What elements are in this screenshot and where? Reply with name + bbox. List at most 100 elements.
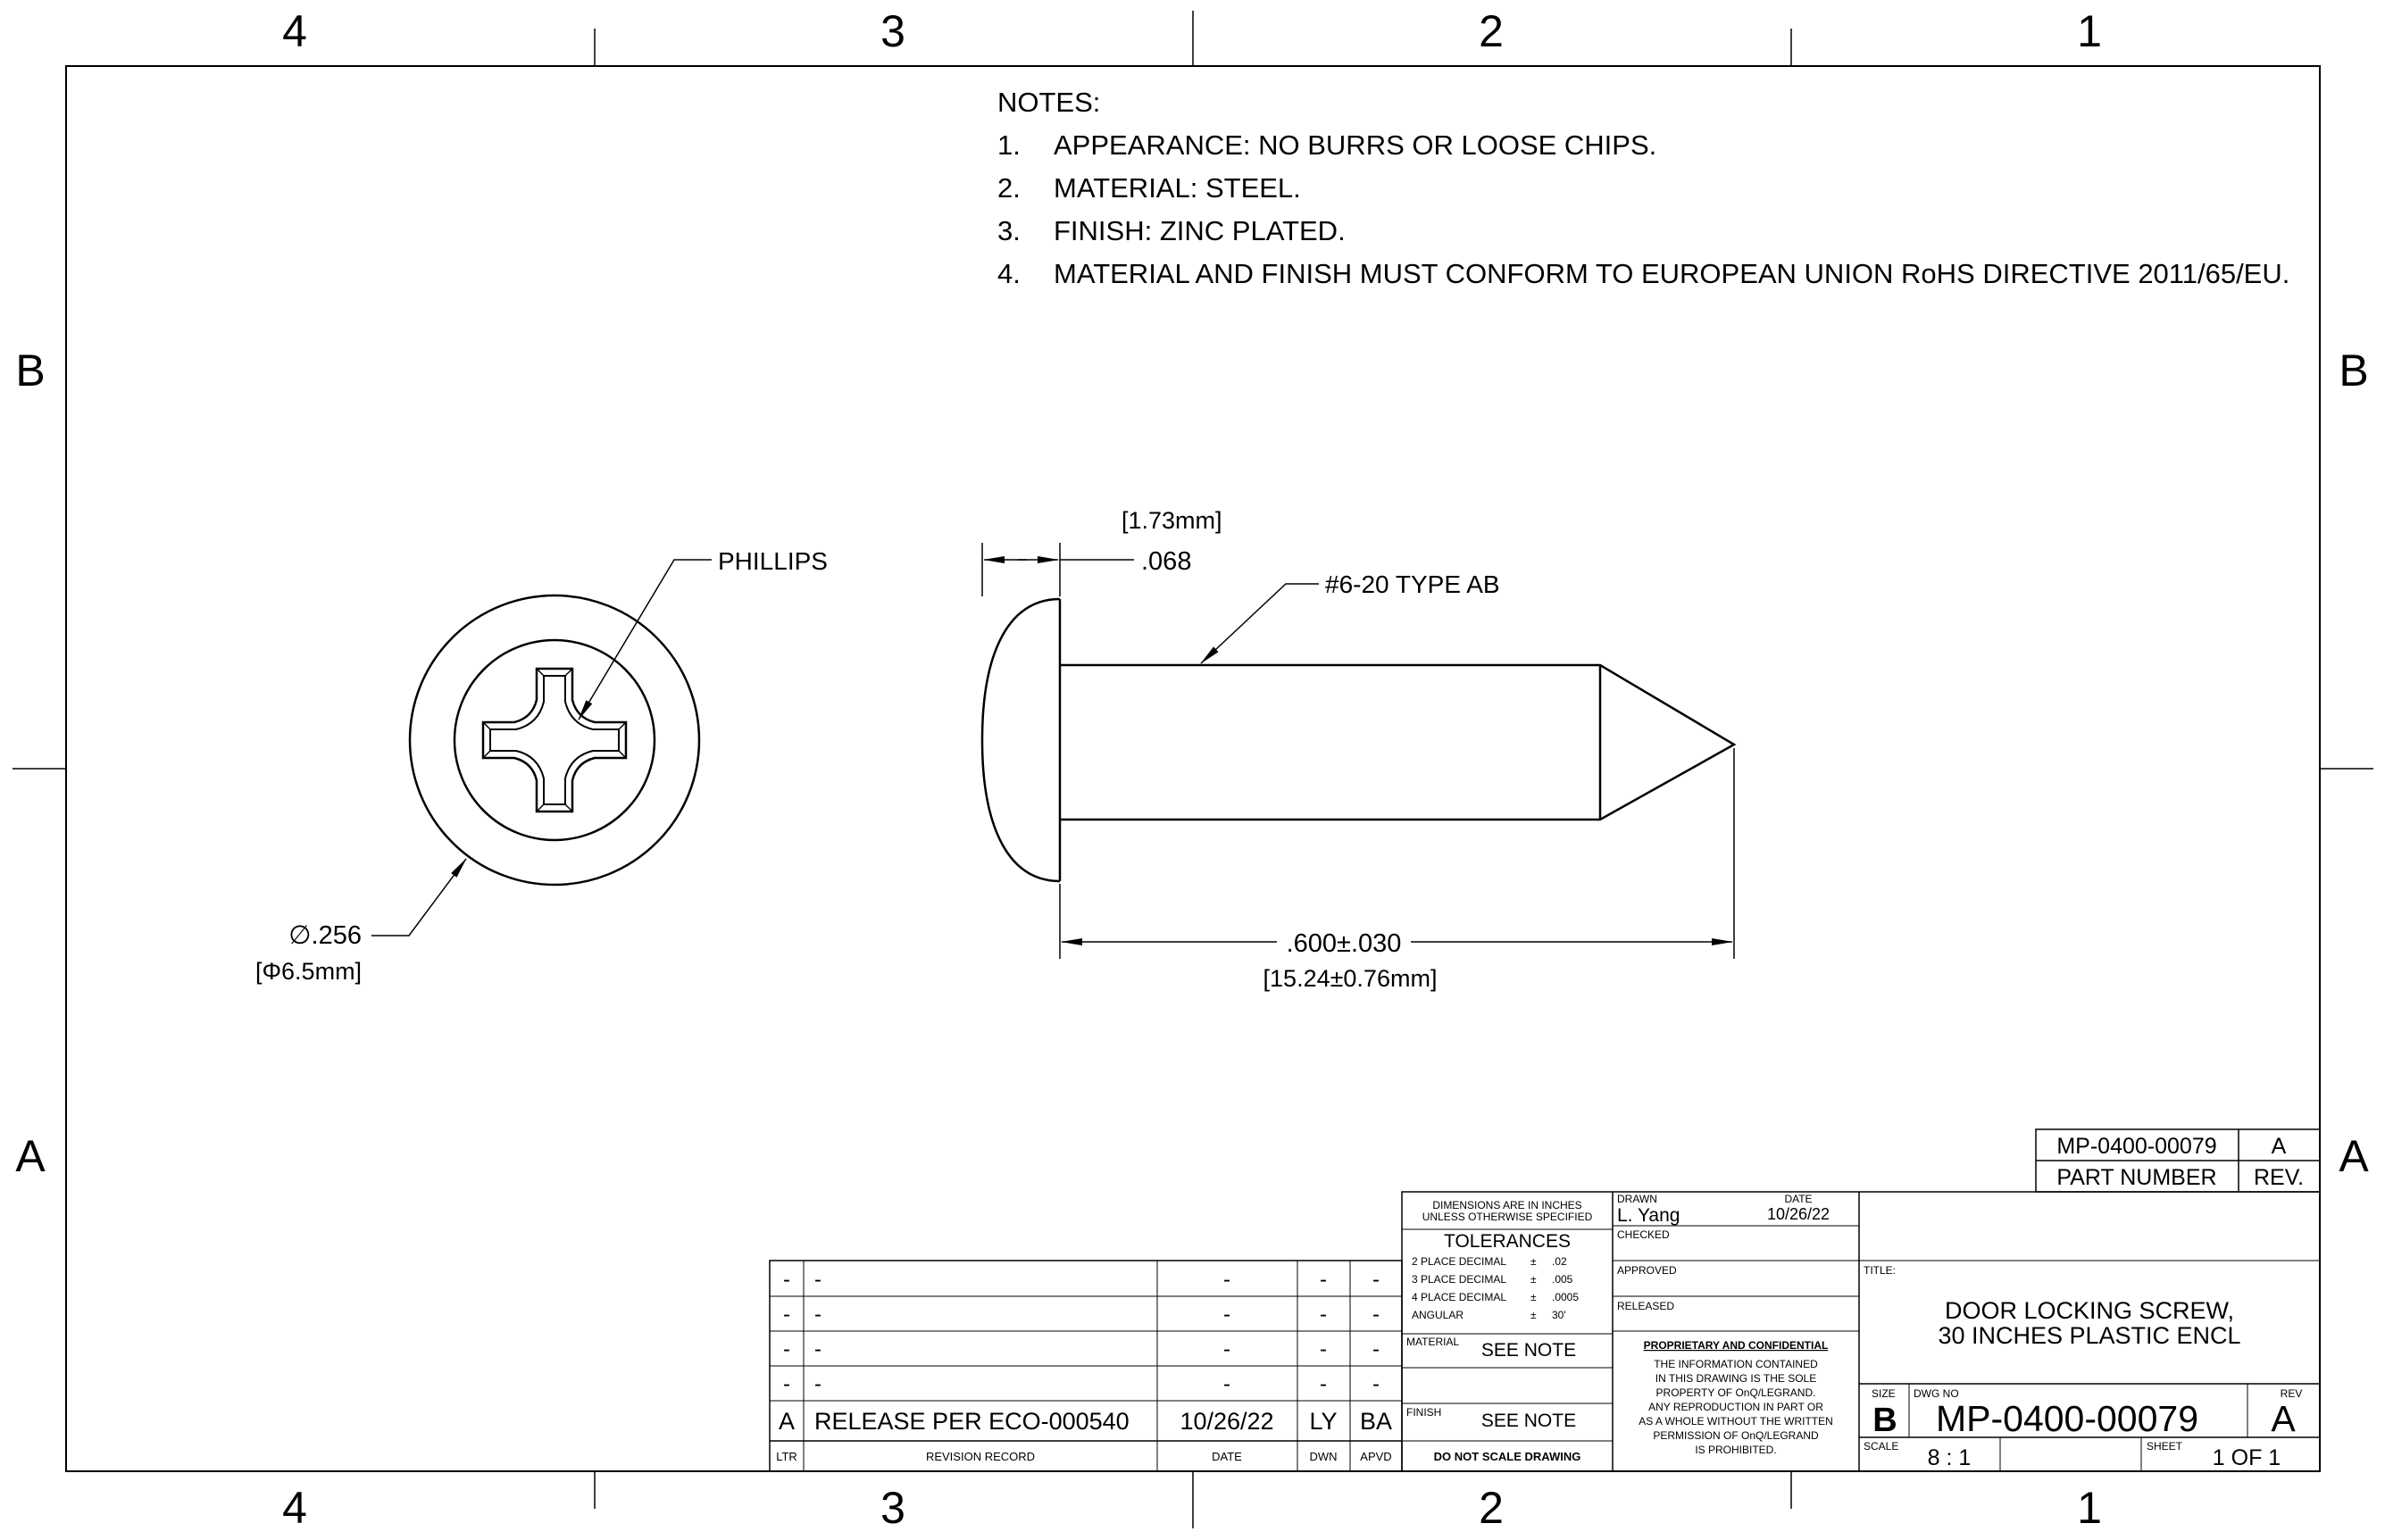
revision-row: - - - - - [783, 1303, 1380, 1327]
tolerance-label: ANGULAR [1412, 1309, 1464, 1321]
zone-col-bottom-4: 4 [282, 1483, 307, 1533]
revision-record: - [814, 1372, 821, 1396]
revision-ltr: - [783, 1268, 790, 1292]
size-label: SIZE [1872, 1387, 1896, 1400]
proprietary-line: PERMISSION OF OnQ/LEGRAND [1653, 1429, 1819, 1442]
revision-apvd: - [1372, 1303, 1380, 1327]
proprietary-line: IN THIS DRAWING IS THE SOLE [1655, 1372, 1816, 1385]
revision-row: - - - - - [783, 1337, 1380, 1361]
screw-head-profile [980, 597, 1061, 883]
revision-dwn: LY [1309, 1408, 1337, 1435]
approved-label: APPROVED [1617, 1264, 1677, 1277]
notes-block: NOTES: 1. APPEARANCE: NO BURRS OR LOOSE … [997, 87, 2289, 289]
revision-header-apvd: APVD [1360, 1450, 1391, 1463]
revision-record: - [814, 1337, 821, 1361]
drawn-date: 10/26/22 [1767, 1205, 1830, 1223]
rev-value: A [2271, 1398, 2296, 1439]
dwg-no-value: MP-0400-00079 [1936, 1398, 2198, 1439]
side-view: [1.73mm] .068 #6-20 TYPE AB .600±.030 [1… [980, 507, 1737, 992]
do-not-scale-note: DO NOT SCALE DRAWING [1434, 1450, 1581, 1463]
drawing-title-line: DOOR LOCKING SCREW, [1945, 1297, 2234, 1324]
head-height-dimension: .068 [1141, 547, 1191, 576]
date-label: DATE [1784, 1193, 1812, 1205]
diameter-dimension: ∅.256 [288, 921, 362, 950]
zone-col-top-1: 1 [2077, 6, 2102, 56]
revision-dwn: - [1320, 1337, 1327, 1361]
revision-row: - - - - - [783, 1268, 1380, 1292]
revision-date: 10/26/22 [1180, 1408, 1273, 1435]
revision-ltr: - [783, 1303, 790, 1327]
revision-ltr: - [783, 1337, 790, 1361]
revision-headers: LTR REVISION RECORD DATE DWN APVD [776, 1450, 1392, 1463]
note-text: APPEARANCE: NO BURRS OR LOOSE CHIPS. [1054, 129, 1656, 161]
revision-dwn: - [1320, 1268, 1327, 1292]
sheet-label: SHEET [2147, 1440, 2183, 1453]
revision-row: A RELEASE PER ECO-000540 10/26/22 LY BA [779, 1408, 1392, 1435]
note-number: 4. [997, 258, 1021, 289]
title-label: TITLE: [1864, 1264, 1896, 1277]
zone-col-bottom-1: 1 [2077, 1483, 2102, 1533]
note-number: 2. [997, 172, 1021, 204]
revision-apvd: - [1372, 1372, 1380, 1396]
dwg-no-label: DWG NO [1914, 1387, 1959, 1400]
revision-block: - - - - - - - - - - - - - - - - - - - - [769, 1260, 1403, 1472]
checked-label: CHECKED [1617, 1228, 1670, 1241]
phillips-callout: PHILLIPS [718, 547, 828, 575]
material-label: MATERIAL [1406, 1336, 1459, 1348]
proprietary-line: IS PROHIBITED. [1695, 1444, 1776, 1456]
screw-head-outer-circle [408, 594, 701, 887]
head-height-dimension-metric: [1.73mm] [1122, 507, 1222, 534]
proprietary-line: AS A WHOLE WITHOUT THE WRITTEN [1639, 1415, 1833, 1428]
zone-row-right-a: A [2339, 1131, 2369, 1181]
revision-dwn: - [1320, 1372, 1327, 1396]
revision-record: - [814, 1268, 821, 1292]
finish-value: SEE NOTE [1481, 1411, 1576, 1431]
zone-row-right-b: B [2339, 345, 2368, 395]
material-value: SEE NOTE [1481, 1340, 1576, 1361]
revision-ltr: - [783, 1372, 790, 1396]
revision-record: RELEASE PER ECO-000540 [814, 1408, 1130, 1435]
revision-apvd: - [1372, 1337, 1380, 1361]
revision-record: - [814, 1303, 821, 1327]
tolerance-value: .0005 [1552, 1291, 1579, 1303]
tolerance-label: 3 PLACE DECIMAL [1412, 1273, 1506, 1286]
units-note: DIMENSIONS ARE IN INCHES UNLESS OTHERWIS… [1422, 1199, 1593, 1223]
tolerances-table: 2 PLACE DECIMAL ± .02 3 PLACE DECIMAL ± … [1412, 1255, 1579, 1321]
revision-date: - [1223, 1268, 1230, 1292]
revision-dwn: - [1320, 1303, 1327, 1327]
length-dimension: .600±.030 [1287, 929, 1402, 958]
tolerances-heading: TOLERANCES [1444, 1231, 1571, 1252]
part-number-rev-label: REV. [2254, 1165, 2304, 1190]
revision-header-dwn: DWN [1309, 1450, 1337, 1463]
diameter-dimension-metric: [Φ6.5mm] [255, 958, 362, 985]
drawn-by: L. Yang [1617, 1205, 1680, 1226]
released-label: RELEASED [1617, 1300, 1674, 1312]
tolerance-value: 30' [1552, 1309, 1566, 1321]
thread-callout-leader [1200, 583, 1319, 664]
tolerance-label: 4 PLACE DECIMAL [1412, 1291, 1506, 1303]
zone-col-bottom-2: 2 [1479, 1483, 1504, 1533]
revision-header-record: REVISION RECORD [926, 1450, 1035, 1463]
zone-row-left-b: B [15, 345, 45, 395]
tolerance-pm: ± [1530, 1291, 1537, 1303]
length-dimension-metric: [15.24±0.76mm] [1263, 965, 1438, 992]
part-number-value: MP-0400-00079 [2056, 1134, 2216, 1159]
proprietary-line: ANY REPRODUCTION IN PART OR [1648, 1401, 1823, 1413]
zone-labels: 4 3 2 1 4 3 2 1 B A B A [15, 6, 2369, 1533]
part-number-rev-value: A [2272, 1134, 2287, 1159]
notes-heading: NOTES: [997, 87, 1100, 118]
size-value: B [1872, 1402, 1897, 1439]
revision-apvd: - [1372, 1268, 1380, 1292]
zone-col-top-2: 2 [1479, 6, 1504, 56]
tolerance-pm: ± [1530, 1255, 1537, 1268]
zone-col-top-3: 3 [880, 6, 905, 56]
drawing-title-line: 30 INCHES PLASTIC ENCL [1938, 1322, 2240, 1349]
revision-date: - [1223, 1372, 1230, 1396]
revision-ltr: A [779, 1408, 795, 1435]
title-block: DIMENSIONS ARE IN INCHES UNLESS OTHERWIS… [1401, 1191, 2321, 1472]
scale-label: SCALE [1864, 1440, 1898, 1453]
note-number: 1. [997, 129, 1021, 161]
note-text: FINISH: ZINC PLATED. [1054, 215, 1346, 246]
screw-shank-profile [1060, 663, 1737, 821]
thread-callout: #6-20 TYPE AB [1325, 570, 1500, 598]
